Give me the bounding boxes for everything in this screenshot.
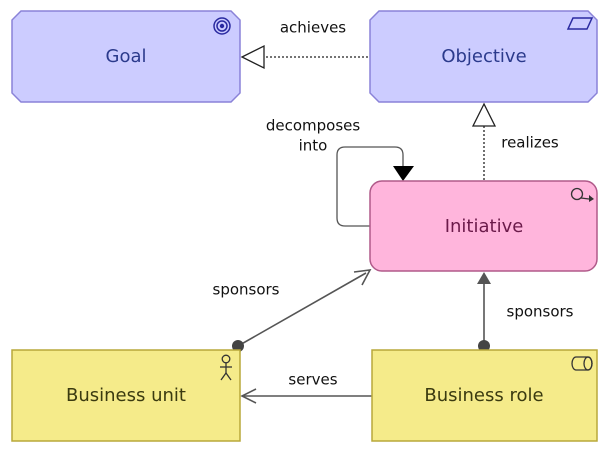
business-role-shape [371, 349, 598, 442]
serves-relation[interactable] [240, 388, 372, 404]
sponsors-unit-label: sponsors [213, 281, 280, 299]
junction-dot [478, 340, 490, 352]
goal-label: Goal [106, 46, 147, 67]
initiative-label: Initiative [445, 216, 524, 237]
parallelogram-icon [566, 17, 594, 30]
realizes-label: realizes [501, 134, 559, 152]
sponsors-role-relation[interactable] [477, 272, 491, 352]
serves-label: serves [288, 371, 337, 389]
decomposes-into-relation[interactable] [336, 146, 414, 227]
role-cylinder-icon [571, 356, 593, 371]
goal-node[interactable]: Goal [11, 10, 241, 103]
goal-shape [11, 10, 241, 103]
hollow-triangle-arrowhead [240, 44, 265, 70]
objective-shape [369, 10, 598, 103]
hollow-triangle-arrowhead [471, 102, 497, 127]
initiative-shape [369, 180, 598, 272]
open-arrowhead [240, 388, 257, 404]
goal-target-icon [213, 17, 231, 35]
actor-icon [220, 354, 232, 381]
decomposes-label-line1: decomposes [266, 117, 361, 135]
junction-dot [232, 340, 244, 352]
business-unit-label: Business unit [66, 385, 186, 406]
sponsors-role-label: sponsors [507, 303, 574, 321]
objective-label: Objective [441, 46, 526, 67]
initiative-node[interactable]: Initiative [369, 180, 598, 272]
sponsors-unit-relation[interactable] [232, 269, 372, 352]
realizes-relation[interactable] [471, 102, 497, 180]
open-arrowhead [353, 269, 372, 286]
objective-node[interactable]: Objective [369, 10, 598, 103]
filled-triangle-arrowhead [393, 166, 414, 181]
business-unit-node[interactable]: Business unit [11, 349, 241, 442]
magnifier-arrow-icon [570, 187, 594, 202]
business-role-node[interactable]: Business role [371, 349, 598, 442]
business-unit-shape [11, 349, 241, 442]
business-role-label: Business role [424, 385, 543, 406]
decomposes-label-line2: into [299, 137, 328, 155]
achieves-relation[interactable] [240, 44, 368, 70]
filled-arrowhead [477, 272, 491, 284]
achieves-label: achieves [280, 19, 346, 37]
